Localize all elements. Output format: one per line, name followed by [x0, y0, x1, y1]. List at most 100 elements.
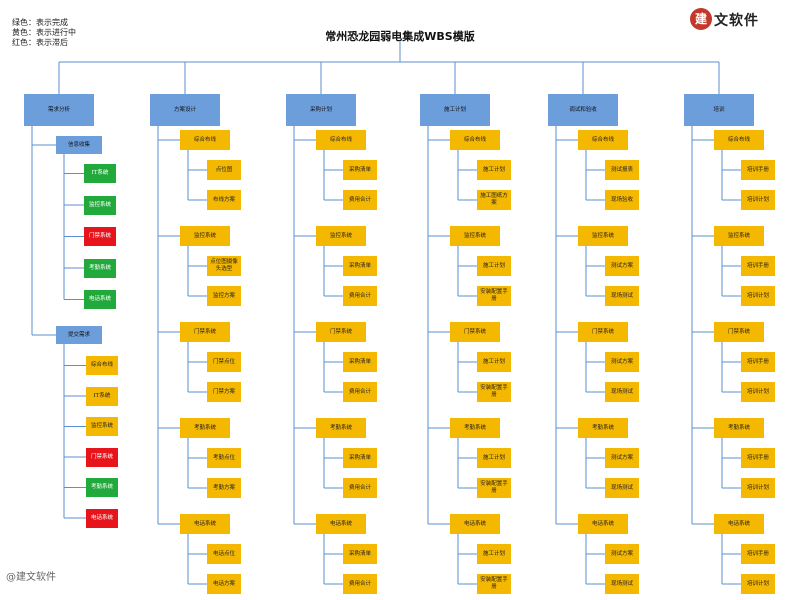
leaf-node[interactable]: 安装配置手册	[477, 382, 511, 402]
status-leaf-node[interactable]: 门禁系统	[86, 447, 118, 467]
group-node[interactable]: 监控系统	[450, 226, 500, 246]
group-node[interactable]: 监控系统	[714, 226, 764, 246]
group-node[interactable]: 电话系统	[316, 514, 366, 534]
group-node[interactable]: 电话系统	[578, 514, 628, 534]
leaf-node[interactable]: 电话点位	[207, 544, 241, 564]
group-node[interactable]: 门禁系统	[180, 322, 230, 342]
leaf-node[interactable]: 施工计划	[477, 256, 511, 276]
status-leaf-node[interactable]: 电话系统	[84, 290, 116, 309]
leaf-node[interactable]: 点位图	[207, 160, 241, 180]
phase-node[interactable]: 施工计划	[420, 94, 490, 126]
leaf-node[interactable]: 施工计划	[477, 352, 511, 372]
leaf-node[interactable]: 点位图摄像头选型	[207, 256, 241, 276]
watermark: @建文软件	[6, 572, 56, 583]
leaf-node[interactable]: 现场验收	[605, 190, 639, 210]
status-leaf-node[interactable]: 综合布线	[86, 356, 118, 375]
leaf-node[interactable]: 考勤点位	[207, 448, 241, 468]
leaf-node[interactable]: 费用合计	[343, 190, 377, 210]
leaf-node[interactable]: 费用合计	[343, 478, 377, 498]
logo-text: 文软件	[714, 13, 759, 29]
leaf-node[interactable]: 培训计划	[741, 190, 775, 210]
group-node[interactable]: 门禁系统	[450, 322, 500, 342]
group-node[interactable]: 综合布线	[180, 130, 230, 150]
group-node[interactable]: 考勤系统	[316, 418, 366, 438]
group-node[interactable]: 监控系统	[180, 226, 230, 246]
leaf-node[interactable]: 安装配置手册	[477, 286, 511, 306]
group-node[interactable]: 门禁系统	[578, 322, 628, 342]
leaf-node[interactable]: 费用合计	[343, 286, 377, 306]
leaf-node[interactable]: 门禁点位	[207, 352, 241, 372]
group-node[interactable]: 综合布线	[714, 130, 764, 150]
group-node[interactable]: 信息收集	[56, 136, 102, 154]
phase-node[interactable]: 培训	[684, 94, 754, 126]
group-node[interactable]: 电话系统	[180, 514, 230, 534]
group-node[interactable]: 综合布线	[450, 130, 500, 150]
phase-node[interactable]: 采购计划	[286, 94, 356, 126]
group-node[interactable]: 考勤系统	[450, 418, 500, 438]
group-node[interactable]: 门禁系统	[316, 322, 366, 342]
leaf-node[interactable]: 培训手册	[741, 256, 775, 276]
page-title: 常州恐龙园弱电集成WBS模版	[325, 30, 475, 43]
leaf-node[interactable]: 监控方案	[207, 286, 241, 306]
leaf-node[interactable]: 测试方案	[605, 448, 639, 468]
group-node[interactable]: 监控系统	[316, 226, 366, 246]
leaf-node[interactable]: 现场测试	[605, 574, 639, 594]
group-node[interactable]: 考勤系统	[578, 418, 628, 438]
phase-node[interactable]: 需求分析	[24, 94, 94, 126]
status-leaf-node[interactable]: 电话系统	[86, 508, 118, 528]
leaf-node[interactable]: 现场测试	[605, 286, 639, 306]
leaf-node[interactable]: 测试方案	[605, 352, 639, 372]
status-leaf-node[interactable]: 监控系统	[84, 195, 116, 215]
legend-red: 红色：表示滞后	[12, 38, 68, 47]
leaf-node[interactable]: 培训手册	[741, 448, 775, 468]
leaf-node[interactable]: 现场测试	[605, 478, 639, 498]
group-node[interactable]: 电话系统	[714, 514, 764, 534]
status-leaf-node[interactable]: 考勤系统	[86, 478, 118, 497]
group-node[interactable]: 门禁系统	[714, 322, 764, 342]
leaf-node[interactable]: 培训计划	[741, 286, 775, 306]
leaf-node[interactable]: 测试报表	[605, 160, 639, 180]
leaf-node[interactable]: 施工计划	[477, 160, 511, 180]
leaf-node[interactable]: 电话方案	[207, 574, 241, 594]
leaf-node[interactable]: 采购清单	[343, 352, 377, 372]
phase-node[interactable]: 调试和验收	[548, 94, 618, 126]
leaf-node[interactable]: 考勤方案	[207, 478, 241, 498]
group-node[interactable]: 综合布线	[316, 130, 366, 150]
status-leaf-node[interactable]: 监控系统	[86, 417, 118, 436]
leaf-node[interactable]: 采购清单	[343, 448, 377, 468]
status-leaf-node[interactable]: 考勤系统	[84, 258, 116, 278]
status-leaf-node[interactable]: 门禁系统	[84, 227, 116, 246]
leaf-node[interactable]: 培训计划	[741, 382, 775, 402]
leaf-node[interactable]: 安装配置手册	[477, 478, 511, 498]
group-node[interactable]: 提交需求	[56, 326, 102, 344]
leaf-node[interactable]: 费用合计	[343, 382, 377, 402]
leaf-node[interactable]: 采购清单	[343, 160, 377, 180]
group-node[interactable]: 电话系统	[450, 514, 500, 534]
leaf-node[interactable]: 费用合计	[343, 574, 377, 594]
leaf-node[interactable]: 安装配置手册	[477, 574, 511, 594]
leaf-node[interactable]: 采购清单	[343, 544, 377, 564]
leaf-node[interactable]: 测试方案	[605, 544, 639, 564]
leaf-node[interactable]: 施工计划	[477, 448, 511, 468]
leaf-node[interactable]: 培训手册	[741, 160, 775, 180]
leaf-node[interactable]: 布线方案	[207, 190, 241, 210]
leaf-node[interactable]: 培训计划	[741, 574, 775, 594]
phase-node[interactable]: 方案设计	[150, 94, 220, 126]
status-leaf-node[interactable]: IT系统	[84, 164, 116, 183]
leaf-node[interactable]: 采购清单	[343, 256, 377, 276]
leaf-node[interactable]: 门禁方案	[207, 382, 241, 402]
group-node[interactable]: 考勤系统	[180, 418, 230, 438]
leaf-node[interactable]: 现场测试	[605, 382, 639, 402]
group-node[interactable]: 综合布线	[578, 130, 628, 150]
leaf-node[interactable]: 测试方案	[605, 256, 639, 276]
group-node[interactable]: 考勤系统	[714, 418, 764, 438]
leaf-node[interactable]: 培训手册	[741, 352, 775, 372]
status-leaf-node[interactable]: IT系统	[86, 386, 118, 406]
leaf-node[interactable]: 培训计划	[741, 478, 775, 498]
leaf-node[interactable]: 施工图纸方案	[477, 190, 511, 210]
leaf-node[interactable]: 培训手册	[741, 544, 775, 564]
group-node[interactable]: 监控系统	[578, 226, 628, 246]
leaf-node[interactable]: 施工计划	[477, 544, 511, 564]
